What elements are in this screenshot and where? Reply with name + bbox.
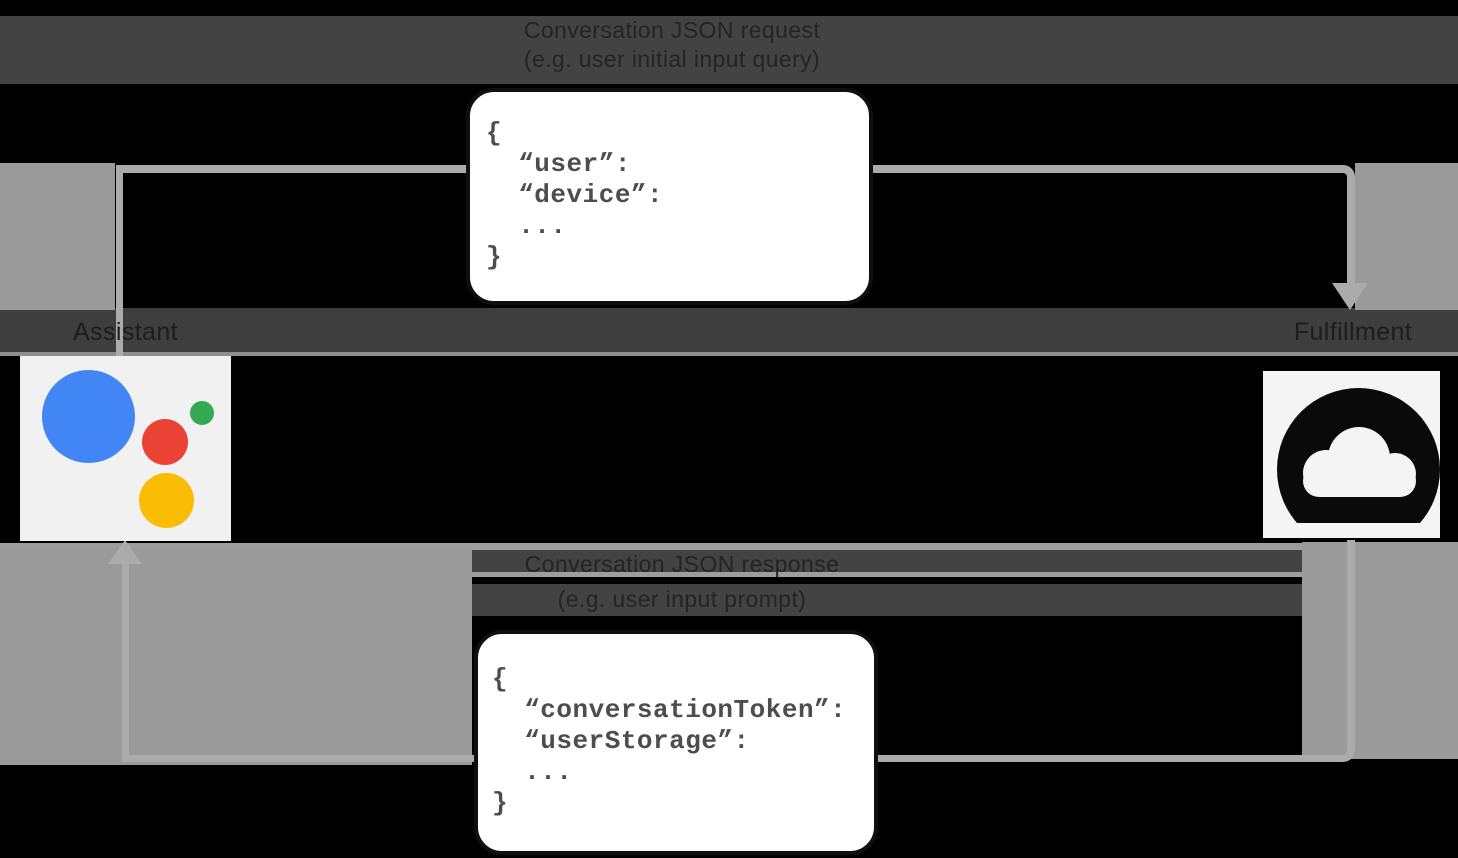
request-arrow-tail bbox=[116, 169, 123, 356]
request-arrowhead-icon bbox=[1332, 283, 1368, 310]
gray-region-top-right bbox=[1355, 163, 1458, 310]
gray-region-top-left bbox=[0, 163, 115, 310]
response-arrow-tail bbox=[122, 563, 129, 756]
assistant-yellow-dot bbox=[139, 473, 194, 528]
assistant-red-dot bbox=[142, 419, 188, 465]
response-json-code: { “conversationToken”: “userStorage”: ..… bbox=[492, 664, 847, 818]
request-json-box: { “user”: “device”: ... } bbox=[466, 88, 873, 305]
fulfillment-tile bbox=[1263, 371, 1440, 538]
cloud-base bbox=[1303, 465, 1416, 497]
names-band-underline bbox=[0, 352, 1458, 356]
assistant-blue-dot bbox=[42, 370, 135, 463]
response-arrowhead-icon bbox=[108, 540, 142, 564]
assistant-green-dot bbox=[190, 401, 214, 425]
request-label-line2: (e.g. user initial input query) bbox=[523, 46, 821, 72]
fulfillment-label: Fulfillment bbox=[1293, 318, 1413, 346]
request-label-line1: Conversation JSON request bbox=[523, 17, 821, 43]
assistant-tile bbox=[20, 356, 231, 541]
names-band bbox=[0, 308, 1458, 352]
assistant-label: Assistant bbox=[72, 318, 179, 346]
response-label-line2: (e.g. user input prompt) bbox=[557, 586, 807, 612]
top-label-band bbox=[0, 16, 1458, 84]
response-label-line1: Conversation JSON response bbox=[524, 551, 840, 577]
request-json-code: { “user”: “device”: ... } bbox=[486, 118, 664, 272]
gray-region-bottom-right bbox=[1302, 542, 1458, 759]
gray-region-bottom-left bbox=[0, 548, 472, 765]
response-json-box: { “conversationToken”: “userStorage”: ..… bbox=[474, 630, 878, 855]
